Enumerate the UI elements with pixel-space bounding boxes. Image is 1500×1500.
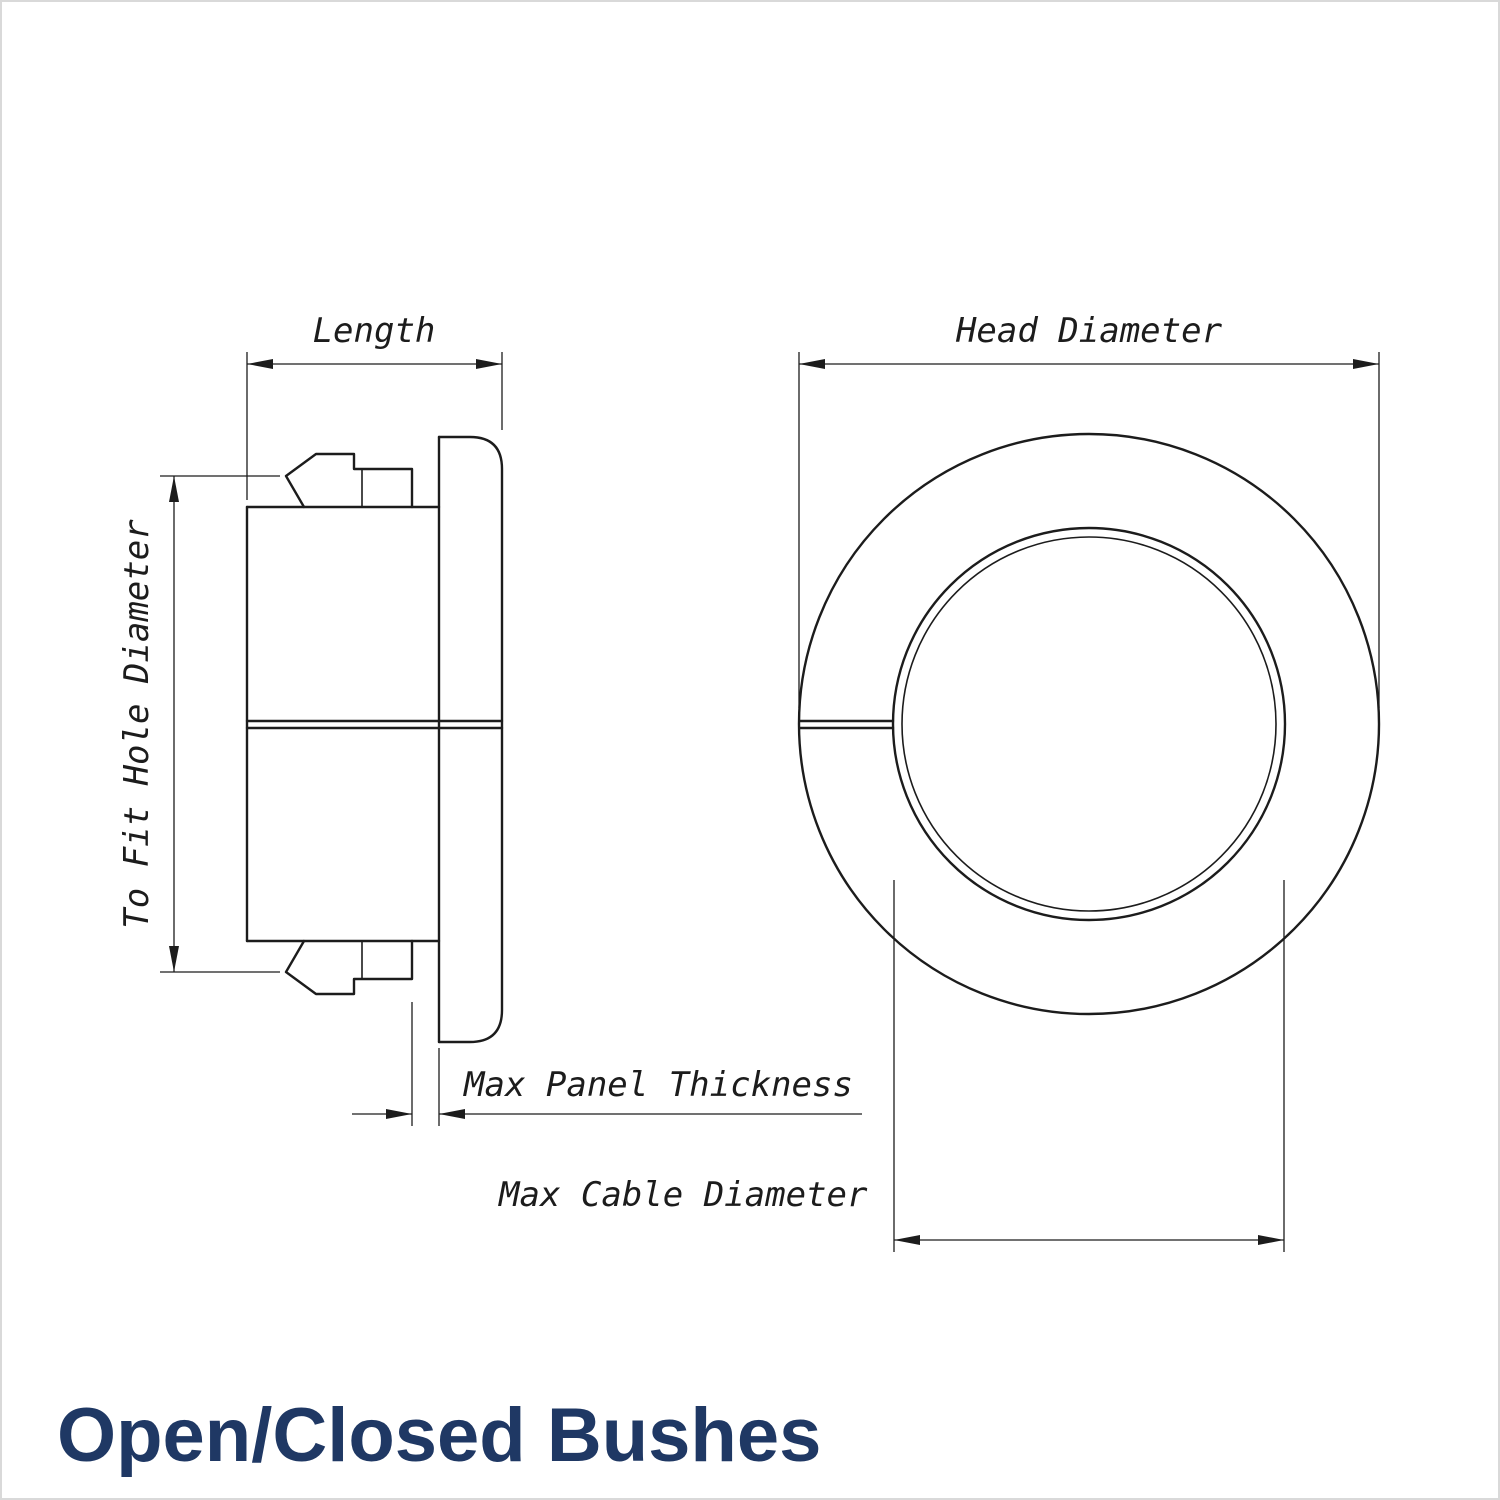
cable-diameter-dimension: Max Cable Diameter <box>498 880 1285 1252</box>
bush-bottom-barb <box>284 939 414 996</box>
bush-top-barb <box>284 452 414 509</box>
front-view <box>797 432 1381 1016</box>
cable-diameter-label: Max Cable Diameter <box>498 1175 868 1215</box>
page-title: Open/Closed Bushes <box>57 1393 822 1478</box>
hole-diameter-dimension: To Fit Hole Diameter <box>117 475 280 973</box>
length-label: Length <box>313 311 436 351</box>
panel-thickness-label: Max Panel Thickness <box>463 1065 853 1105</box>
bore-circle-inner <box>901 536 1277 912</box>
head-diameter-dimension: Head Diameter <box>798 311 1380 708</box>
side-view <box>245 435 504 1044</box>
head-outer-circle <box>797 432 1381 1016</box>
bore-circle-outer <box>891 526 1287 922</box>
hole-diameter-label: To Fit Hole Diameter <box>117 519 157 929</box>
panel-thickness-dimension: Max Panel Thickness <box>352 1002 862 1126</box>
bush-head-outline <box>437 435 504 1044</box>
head-diameter-label: Head Diameter <box>955 311 1223 351</box>
length-dimension: Length <box>246 311 503 500</box>
